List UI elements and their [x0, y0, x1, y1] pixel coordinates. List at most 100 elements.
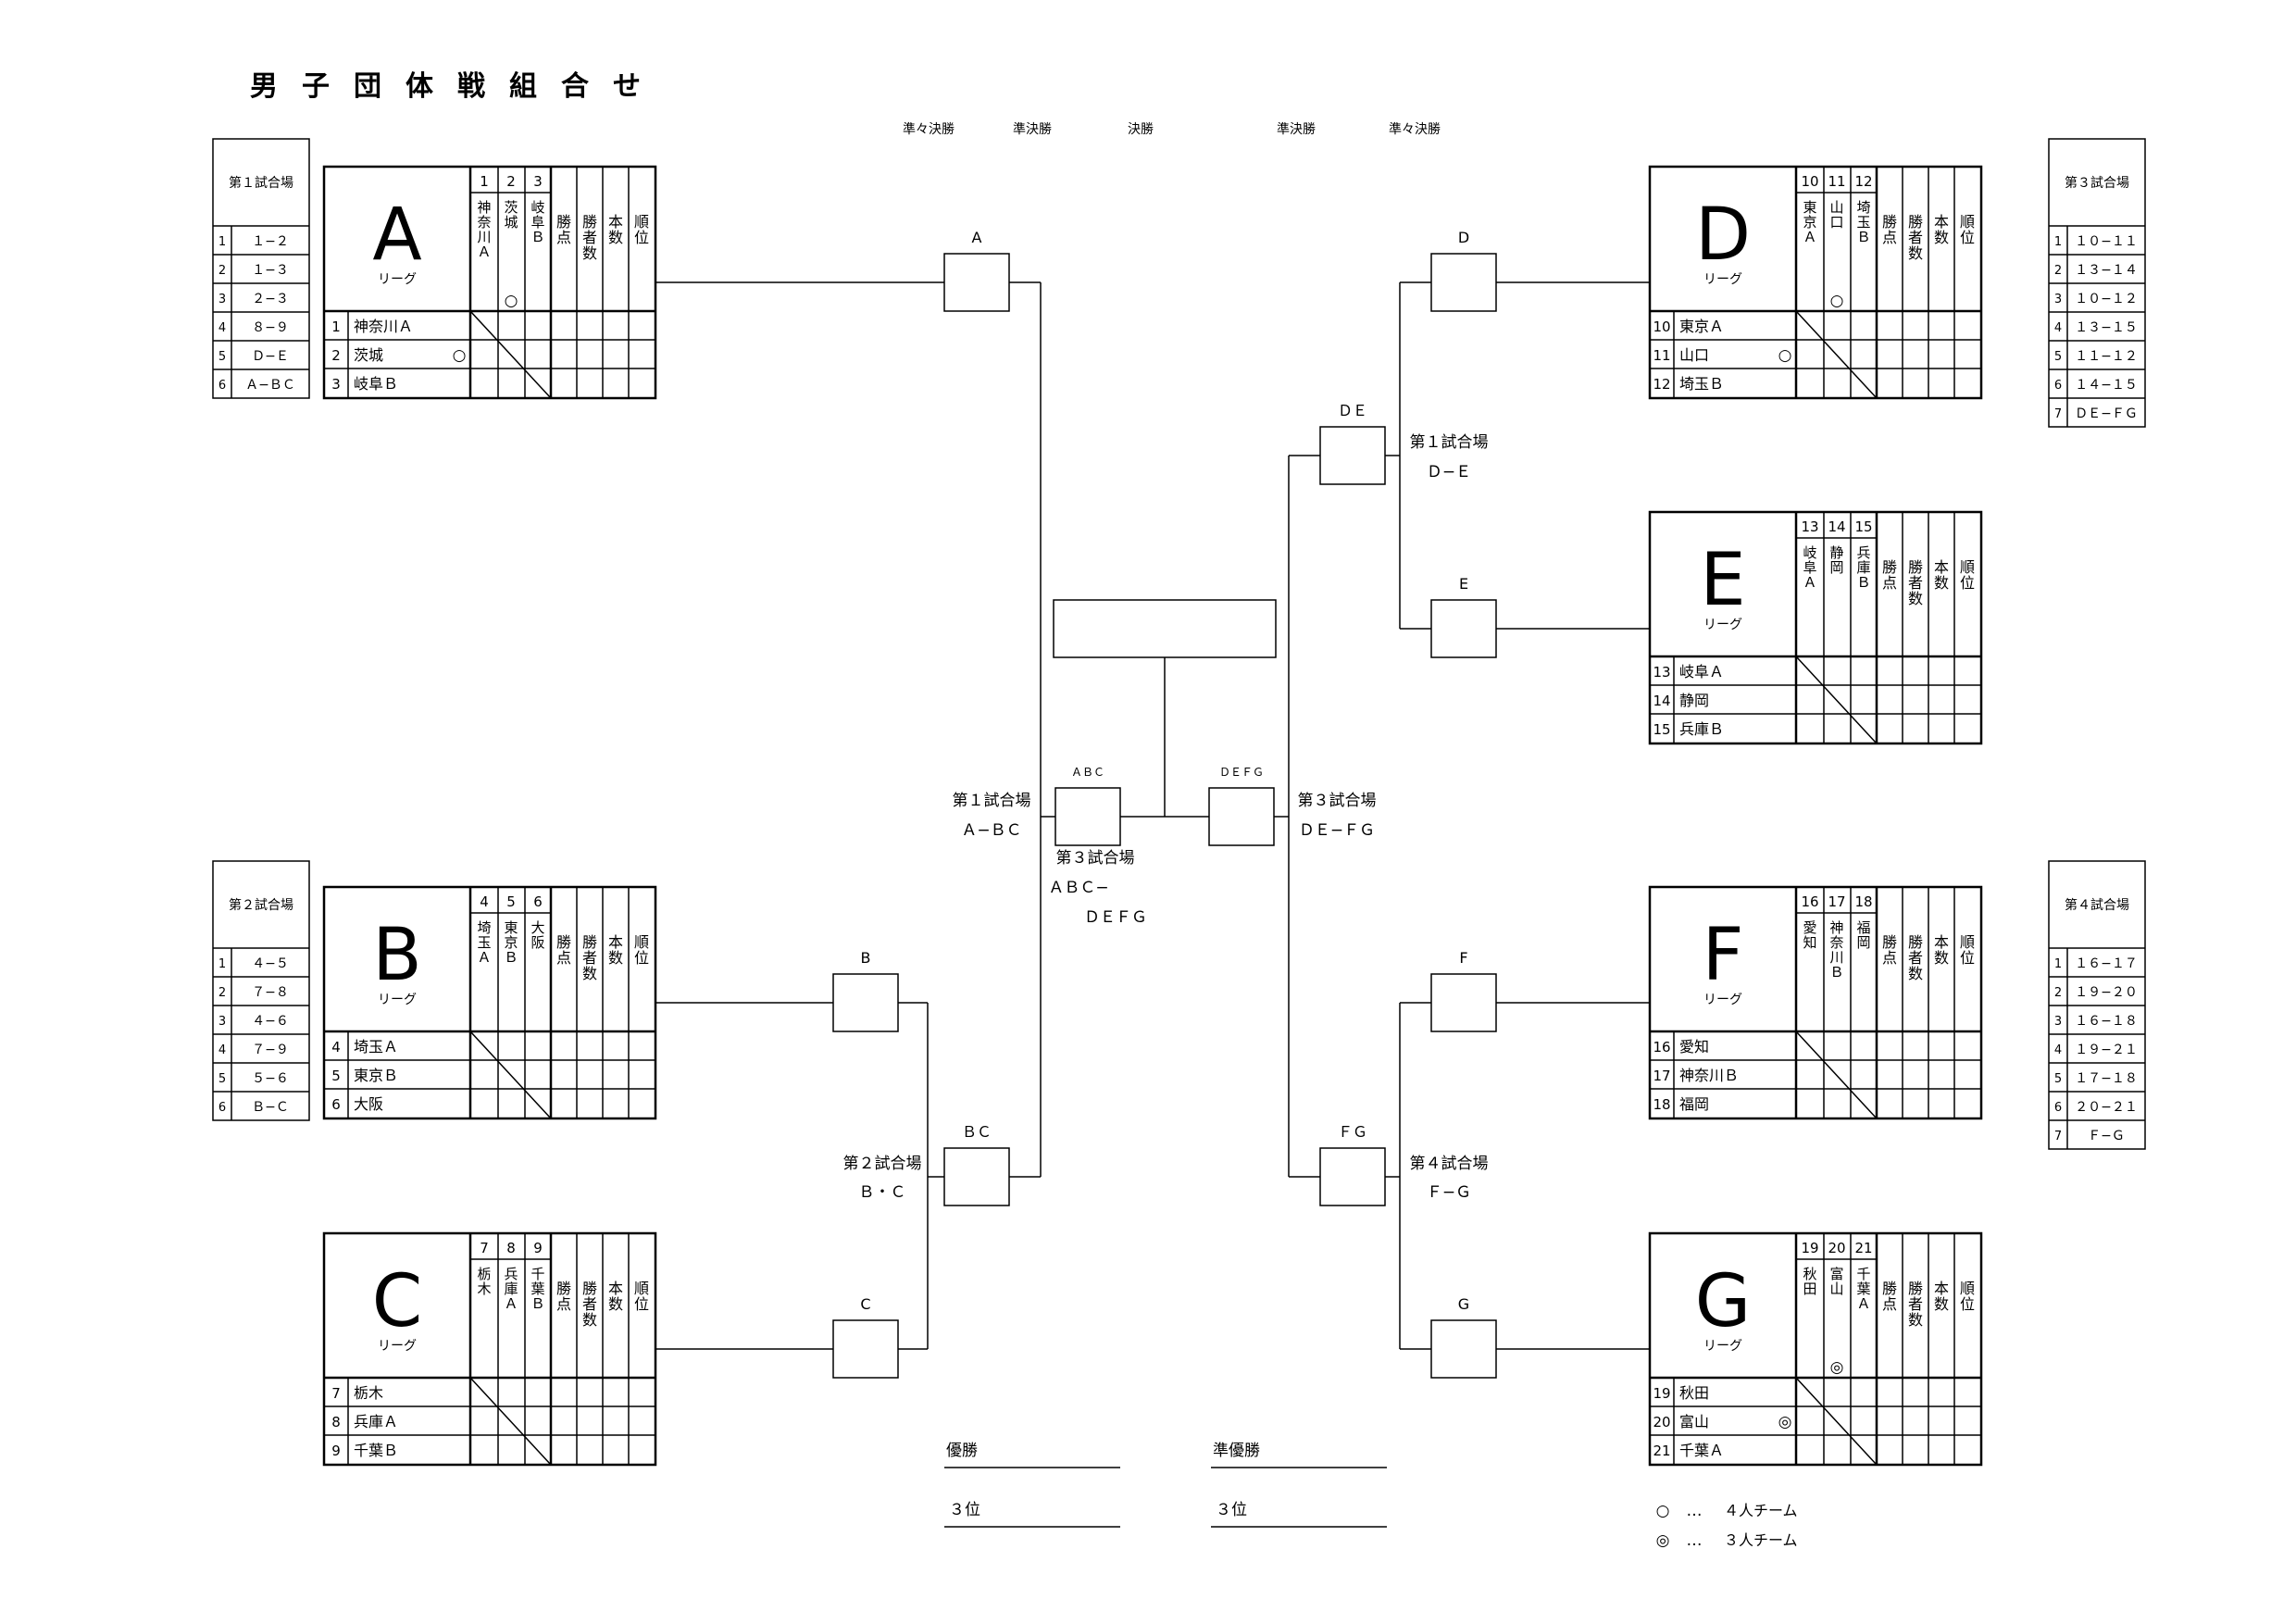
bracket-b-box — [832, 973, 899, 1032]
team-number-header: 5 — [506, 893, 516, 910]
team-number-header: 19 — [1801, 1240, 1818, 1256]
team-number-header: 16 — [1801, 893, 1818, 910]
legend-dots: … — [1687, 1531, 1703, 1550]
result-header: 勝点 — [1882, 1280, 1897, 1313]
result-winner-label: 優勝 — [946, 1442, 978, 1460]
venue-match-order: 3 — [218, 293, 226, 306]
result-header: 勝点 — [556, 933, 571, 967]
note-abc-venue: 第１試合場 — [953, 792, 1031, 810]
legend-text: ３人チーム — [1724, 1531, 1798, 1549]
result-header: 順位 — [1960, 213, 1975, 246]
venue-match-order: 3 — [2054, 293, 2062, 306]
result-header: 順位 — [634, 1280, 649, 1313]
team-name: 東京Ａ — [1679, 318, 1724, 335]
venue-match-order: 2 — [2054, 264, 2062, 278]
bracket-a-label: A — [972, 229, 982, 246]
team-number: 2 — [331, 347, 341, 364]
bracket-e-label: E — [1459, 575, 1468, 593]
venue-match: Ｂ−Ｃ — [252, 1100, 289, 1115]
team-name-vertical: 岐阜Ｂ — [530, 199, 544, 245]
result-header: 勝点 — [556, 1280, 571, 1313]
team-number: 13 — [1653, 664, 1670, 681]
bracket-abc-label: ＡＢＣ — [1071, 766, 1104, 779]
venue-match-order: 3 — [218, 1015, 226, 1029]
bracket-g-label: G — [1458, 1295, 1469, 1313]
venue-match: １−３ — [252, 263, 289, 278]
venue-match: ７−９ — [252, 1043, 289, 1057]
team-number: 9 — [331, 1443, 341, 1459]
diagonal-line — [1795, 1377, 1878, 1466]
league-suffix: リーグ — [378, 1339, 417, 1354]
result-header: 勝者数 — [582, 933, 597, 982]
league-table-frame — [1648, 510, 1983, 745]
venue-match: １９−２０ — [2075, 985, 2138, 1000]
result-header: 本数 — [1934, 933, 1949, 967]
venue-match: ４−５ — [252, 956, 289, 971]
team-name: 神奈川Ｂ — [1679, 1067, 1739, 1084]
team-number: 14 — [1653, 693, 1670, 709]
team-name: 東京Ｂ — [354, 1067, 398, 1084]
venue-match: Ｄ−Ｅ — [252, 349, 289, 364]
team-number-header: 18 — [1854, 893, 1872, 910]
team-name: 山口 — [1679, 346, 1709, 364]
bracket-e-box — [1430, 599, 1497, 658]
venue-match: Ｆ−Ｇ — [2088, 1129, 2125, 1143]
result-runner-up-label: 準優勝 — [1213, 1442, 1260, 1460]
team-name: 埼玉Ａ — [354, 1038, 398, 1056]
bracket-de-box — [1319, 426, 1386, 485]
venue-match-order: 6 — [218, 1101, 226, 1115]
team-name-vertical: 東京Ａ — [1803, 199, 1816, 245]
note-final-venue: 第３試合場 — [1056, 849, 1135, 868]
team-name-vertical: 栃木 — [477, 1266, 491, 1297]
team-number-header: 2 — [506, 173, 516, 190]
result-header: 勝点 — [556, 213, 571, 246]
result-header: 勝者数 — [582, 213, 597, 262]
team-number: 19 — [1653, 1385, 1670, 1402]
result-header: 勝者数 — [1908, 558, 1923, 607]
team-name-vertical: 大阪 — [530, 919, 544, 951]
champion-box — [1053, 599, 1277, 658]
venue-match: ５−６ — [252, 1071, 289, 1086]
team-number-header: 12 — [1854, 173, 1872, 190]
team-name: 埼玉Ｂ — [1679, 375, 1724, 393]
result-third-right-label: ３位 — [1216, 1501, 1247, 1519]
venue-match-order: 6 — [2054, 379, 2062, 393]
result-header: 順位 — [634, 213, 649, 246]
bracket-fg-label: ＦＧ — [1338, 1123, 1367, 1141]
note-de-venue: 第１試合場 — [1410, 433, 1489, 452]
bracket-a-box — [943, 253, 1010, 312]
result-header: 本数 — [608, 933, 623, 967]
league-letter: D — [1695, 194, 1751, 277]
round-label-quarterfinal-right: 準々決勝 — [1389, 122, 1441, 137]
team-name: 岐阜Ｂ — [354, 375, 398, 393]
team-name-vertical: 兵庫Ａ — [504, 1266, 518, 1312]
league-letter: E — [1700, 539, 1745, 622]
bracket-d-label: D — [1458, 229, 1469, 246]
diagonal-line — [469, 1031, 552, 1119]
note-de-match: Ｄ−Ｅ — [1427, 463, 1471, 481]
result-header: 順位 — [634, 933, 649, 967]
venue-match: ２−３ — [252, 292, 289, 306]
league-letter: C — [372, 1260, 422, 1343]
team-name-vertical: 茨城 — [504, 199, 518, 231]
venue-match: ８−９ — [252, 320, 289, 335]
team-name-vertical: 秋田 — [1803, 1266, 1816, 1297]
diagonal-line — [1795, 310, 1878, 399]
result-header: 勝者数 — [582, 1280, 597, 1329]
venue-match-order: 2 — [218, 264, 226, 278]
bracket-g-box — [1430, 1319, 1497, 1379]
round-label-final: 決勝 — [1128, 122, 1154, 137]
team-mark-header: ○ — [1830, 292, 1844, 310]
team-number: 20 — [1653, 1414, 1670, 1430]
venue-match-order: 4 — [2054, 321, 2062, 335]
bracket-d-box — [1430, 253, 1497, 312]
team-name-vertical: 千葉Ａ — [1856, 1266, 1870, 1312]
league-suffix: リーグ — [1703, 1339, 1742, 1354]
venue-title: 第２試合場 — [229, 897, 293, 913]
